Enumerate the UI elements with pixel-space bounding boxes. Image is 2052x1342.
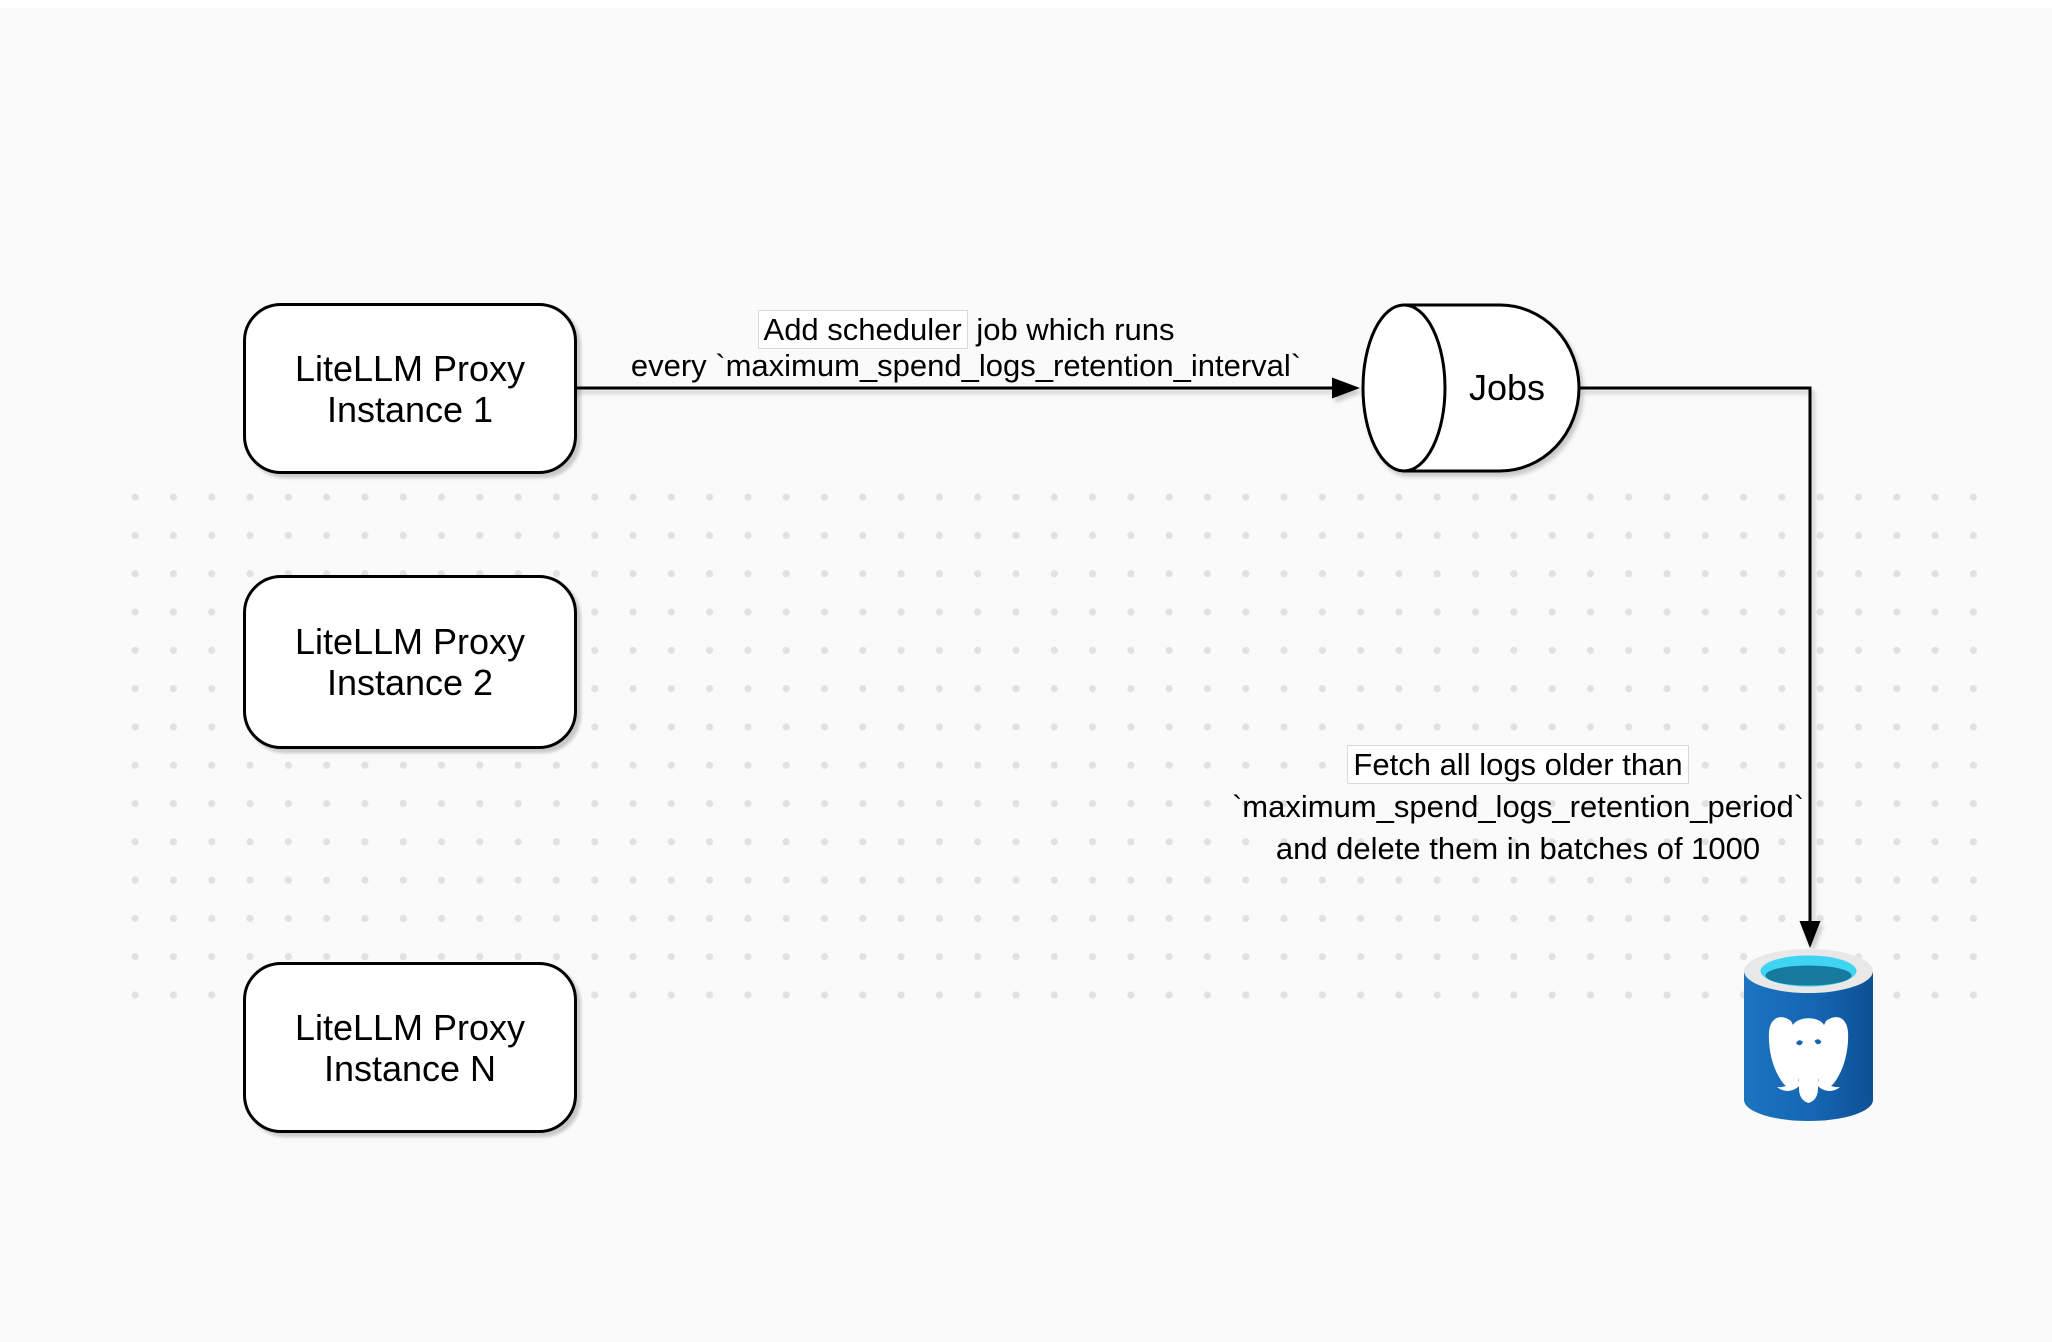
jobs-label: Jobs	[1468, 367, 1546, 408]
node-label-line1: LiteLLM Proxy	[294, 1006, 526, 1048]
node-label-line2: Instance 1	[326, 388, 494, 430]
node-jobs-queue-cylinder	[1361, 303, 1581, 473]
edge-label-highlight: Add scheduler	[757, 310, 968, 349]
edge-label-highlight: Fetch all logs older than	[1347, 745, 1689, 784]
node-litellm-proxy-instance-2: LiteLLM Proxy Instance 2	[243, 575, 577, 749]
edge-label-add-scheduler: Add scheduler job which runs every `maxi…	[630, 310, 1302, 383]
node-label-line2: Instance N	[323, 1047, 497, 1089]
postgres-cylinder-liquid	[1765, 965, 1852, 986]
node-litellm-proxy-instance-n: LiteLLM Proxy Instance N	[243, 962, 577, 1133]
node-litellm-proxy-instance-1: LiteLLM Proxy Instance 1	[243, 303, 577, 474]
node-label-line1: LiteLLM Proxy	[294, 347, 526, 389]
node-label-line2: Instance 2	[326, 662, 494, 703]
edge-label-fetch-delete: Fetch all logs older than `maximum_spend…	[1231, 745, 1805, 866]
postgres-elephant-eyes	[1796, 1039, 1822, 1046]
postgresql-database-icon	[1744, 949, 1873, 1121]
top-margin	[0, 0, 2052, 8]
node-label-line1: LiteLLM Proxy	[294, 621, 526, 662]
arrowhead-to-jobs	[1332, 377, 1360, 399]
